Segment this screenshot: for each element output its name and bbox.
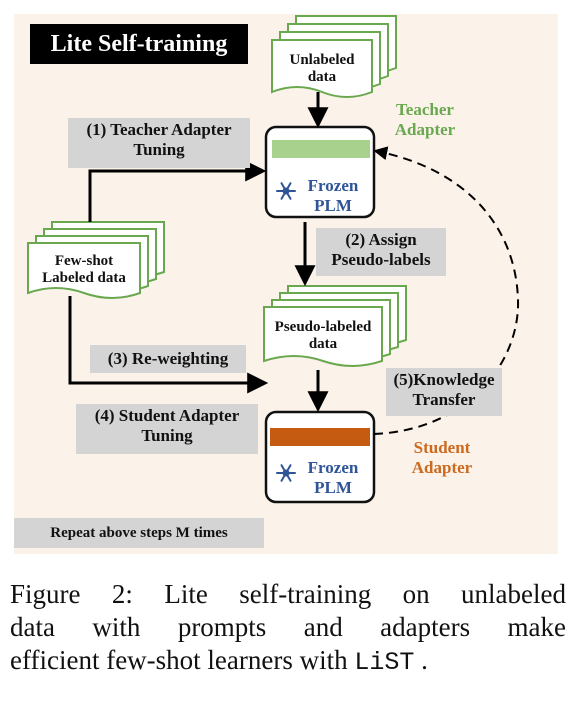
unlabeled-line1: Unlabeled: [289, 52, 355, 68]
teacher-line2: Adapter: [394, 119, 456, 139]
step5-box: (5)Knowledge Transfer: [386, 368, 502, 416]
step2-line1: (2) Assign: [345, 230, 417, 249]
step5-line1: (5)Knowledge: [393, 370, 495, 389]
teacher-adapter-label: Teacher Adapter: [380, 100, 470, 139]
student-line1: Student: [413, 438, 471, 457]
snowflake-icon: [276, 464, 296, 482]
step1-line2: Tuning: [133, 139, 185, 159]
step3-text: (3) Re-weighting: [107, 349, 229, 368]
pseudo-data-label: Pseudo-labeled data: [266, 319, 380, 354]
student-adapter-label: Student Adapter: [402, 438, 482, 477]
step5-line2: Transfer: [412, 389, 476, 409]
frozen-plm-top-label: Frozen PLM: [298, 176, 368, 215]
repeat-note: Repeat above steps M times: [14, 518, 264, 548]
diagram-title: Lite Self-training: [30, 24, 248, 64]
student-adapter-bar: [270, 428, 370, 446]
step1-box: (1) Teacher Adapter Tuning: [68, 118, 250, 168]
caption-line2: data with prompts and adapters make: [10, 612, 566, 642]
step3-box: (3) Re-weighting: [90, 345, 246, 373]
caption-line3: efficient few-shot learners with LiST .: [10, 644, 566, 679]
step4-box: (4) Student Adapter Tuning: [76, 404, 258, 454]
step1-line1: (1) Teacher Adapter: [86, 120, 232, 139]
fewshot-line2: Labeled data: [42, 270, 126, 287]
step4-line2: Tuning: [141, 425, 193, 445]
fewshot-data-doc: [27, 221, 165, 299]
pseudo-line1: Pseudo-labeled: [274, 319, 372, 335]
fewshot-data-label: Few-shot Labeled data: [30, 253, 138, 288]
pseudo-labeled-doc: [263, 285, 407, 367]
caption-line3-end: .: [421, 645, 428, 675]
repeat-note-text: Repeat above steps M times: [50, 525, 228, 541]
snowflake-icon: [276, 182, 296, 200]
frozen-plm-bottom-label: Frozen PLM: [298, 458, 368, 497]
step2-box: (2) Assign Pseudo-labels: [316, 228, 446, 276]
step2-line2: Pseudo-labels: [331, 249, 431, 269]
student-line2: Adapter: [411, 457, 473, 477]
teacher-adapter-bar: [272, 140, 370, 158]
frozen-bottom-line1: Frozen: [307, 458, 359, 477]
step4-line1: (4) Student Adapter: [94, 406, 240, 425]
arrow-fewshot-to-student: [68, 296, 269, 394]
frozen-top-line1: Frozen: [307, 176, 359, 195]
figure-caption: Figure 2: Lite self-training on unlabele…: [10, 578, 566, 679]
unlabeled-data-doc: [271, 15, 397, 98]
caption-line3-code: LiST: [354, 648, 415, 677]
unlabeled-data-label: Unlabeled data: [274, 52, 370, 87]
teacher-line1: Teacher: [396, 100, 454, 119]
unlabeled-line2: data: [307, 69, 337, 86]
frozen-top-line2: PLM: [314, 195, 352, 215]
caption-line3-text: efficient few-shot learners with: [10, 645, 348, 675]
pseudo-line2: data: [308, 336, 338, 353]
frozen-bottom-line2: PLM: [314, 477, 352, 497]
arrow-fewshot-to-teacher: [88, 160, 267, 222]
caption-line1: Figure 2: Lite self-training on unlabele…: [10, 579, 566, 609]
fewshot-line1: Few-shot: [54, 253, 114, 269]
